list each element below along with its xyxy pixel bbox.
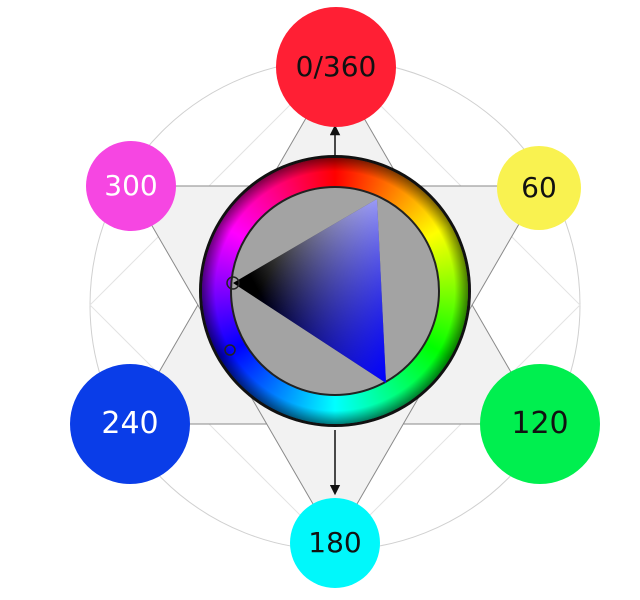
- hue-circle-240: 240: [70, 364, 190, 484]
- hue-circle-120: 120: [480, 364, 600, 484]
- hue-label-240: 240: [101, 406, 159, 441]
- hue-circle-0: 0/360: [276, 7, 396, 127]
- hue-label-180: 180: [308, 526, 362, 559]
- hue-label-300: 300: [104, 169, 158, 202]
- hue-label-120: 120: [511, 406, 569, 441]
- hue-label-60: 60: [521, 171, 557, 204]
- hue-circle-300: 300: [86, 141, 176, 231]
- hue-label-0: 0/360: [295, 50, 377, 83]
- saturation-value-triangle-icon: [233, 199, 386, 383]
- value-selector-marker[interactable]: [224, 344, 236, 356]
- hsv-color-wheel-icon: [199, 155, 471, 427]
- hue-circle-60: 60: [497, 146, 581, 230]
- hue-selector-marker[interactable]: [226, 276, 240, 290]
- hue-circle-180: 180: [290, 498, 380, 588]
